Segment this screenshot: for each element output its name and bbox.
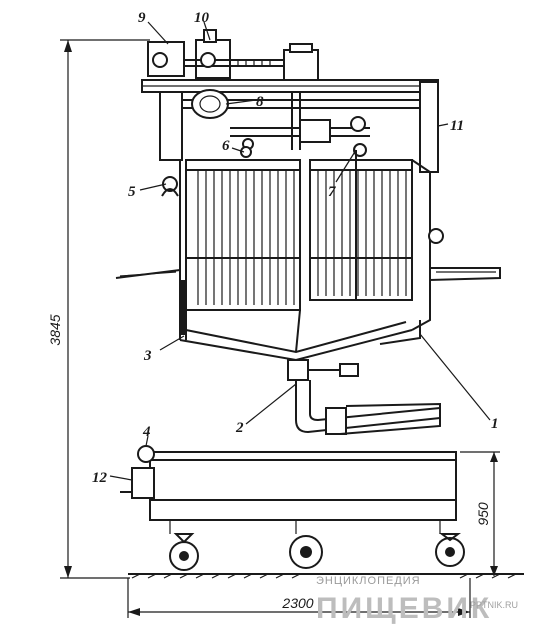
callout-11: 11 [450,118,464,134]
upper-frame [159,81,439,173]
valves [161,143,367,300]
leader-lines [109,21,491,481]
cart [120,445,465,571]
left-filter-pack [179,159,301,340]
callout-labels: 1 2 3 4 5 6 7 8 9 10 11 12 [92,10,499,486]
ground [128,573,524,579]
watermark-line1: ЭНЦИКЛОПЕДИЯ [316,575,421,587]
watermark: ЭНЦИКЛОПЕДИЯ ПИЩЕВИК PPTNIK.RU [316,575,518,625]
dimension-lines [60,39,500,618]
callout-12: 12 [92,470,108,486]
conical-bottom [179,309,421,381]
callout-7: 7 [328,184,336,200]
callout-4: 4 [142,424,151,440]
callout-5: 5 [128,184,136,200]
dimension-overall-width: 2300 [281,595,313,611]
dimension-cart-height: 950 [475,502,491,526]
callout-10: 10 [194,10,210,26]
floor-level [115,267,501,282]
callout-8: 8 [256,94,264,110]
discharge-pipe [295,380,441,435]
dimension-overall-height: 3845 [47,314,63,345]
watermark-line2: ПИЩЕВИК [316,592,492,625]
callout-6: 6 [222,138,230,154]
watermark-url: PPTNIK.RU [470,600,518,610]
callout-3: 3 [143,348,152,364]
callout-9: 9 [138,10,146,26]
drive-assembly [141,29,439,93]
callout-1: 1 [491,416,499,432]
callout-2: 2 [235,420,244,436]
